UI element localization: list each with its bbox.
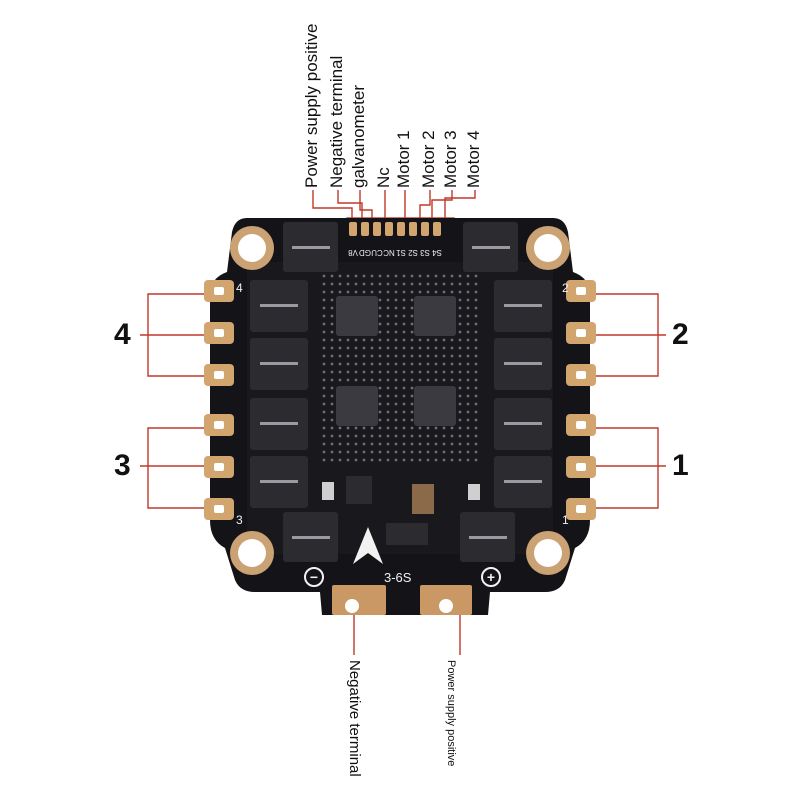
label-bottom-power-supply-positive: Power supply positive <box>445 660 457 767</box>
pad-silk-v8: V8 <box>348 248 358 257</box>
label-bottom-negative-terminal: Negative terminal <box>346 660 363 777</box>
pad-silk-s1: S1 <box>396 248 406 257</box>
label-motor-1: Motor 1 <box>394 130 413 188</box>
corner-number-bottom-left: 3 <box>236 513 243 527</box>
corner-number-top-left: 4 <box>236 281 243 295</box>
small-components <box>322 476 480 545</box>
mcu-chips <box>336 296 456 426</box>
label-negative-terminal: Negative terminal <box>327 55 346 188</box>
motor-group-4: 4 <box>114 318 131 351</box>
label-motor-4: Motor 4 <box>464 130 483 188</box>
corner-number-bottom-right: 1 <box>562 513 569 527</box>
label-motor-2: Motor 2 <box>419 130 438 188</box>
label-nc: Nc <box>374 167 393 188</box>
minus-symbol: − <box>310 569 318 585</box>
pad-silk-cu: CU <box>371 248 383 257</box>
pad-silk-s3: S3 <box>420 248 430 257</box>
pad-silk-s2: S2 <box>408 248 418 257</box>
motor-group-3: 3 <box>114 449 131 482</box>
pad-silk-s4: S4 <box>432 248 442 257</box>
label-power-supply-positive: Power supply positive <box>302 23 321 188</box>
polarity-markers <box>304 567 501 587</box>
pad-silk-gd: GD <box>359 248 371 257</box>
direction-arrow-icon <box>353 527 383 564</box>
label-galvanometer: galvanometer <box>349 84 368 188</box>
label-motor-3: Motor 3 <box>441 130 460 188</box>
motor-group-1: 1 <box>672 449 689 482</box>
plus-symbol: + <box>487 569 495 585</box>
signal-pads <box>349 222 441 236</box>
bottom-leader-lines <box>353 612 461 655</box>
pad-silk-nc: NC <box>383 248 395 257</box>
voltage-rating: 3-6S <box>384 570 412 585</box>
corner-number-top-right: 2 <box>562 281 569 295</box>
motor-group-2: 2 <box>672 318 689 351</box>
mounting-holes <box>230 226 570 575</box>
power-pads <box>332 585 472 615</box>
